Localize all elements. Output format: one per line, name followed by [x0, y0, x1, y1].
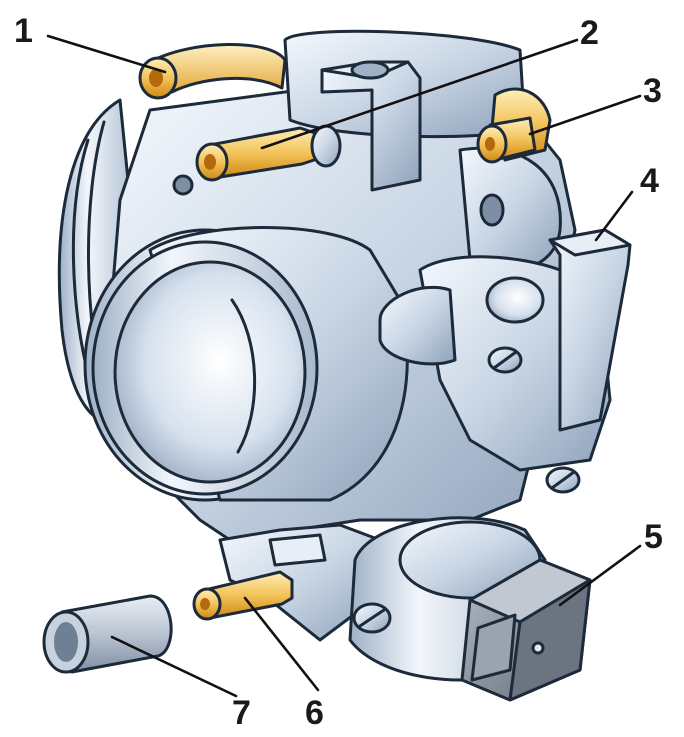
leader-5	[558, 544, 642, 607]
fitting-6-nozzle	[192, 570, 294, 621]
fitting-2-nozzle	[195, 124, 342, 182]
sensor-screw-lower	[545, 466, 581, 494]
callout-1: 1	[14, 12, 33, 50]
callout-5: 5	[644, 518, 663, 556]
leader-2	[260, 38, 579, 150]
callout-labels: 1 2 3 4 5 6 7	[14, 12, 663, 732]
leader-6	[243, 596, 320, 692]
leader-7	[110, 635, 238, 698]
callout-3: 3	[643, 72, 662, 110]
leader-4	[594, 190, 634, 242]
sensor-screw-upper	[487, 346, 523, 374]
intake-bore-inner	[113, 260, 307, 484]
loose-tube	[42, 594, 173, 674]
callout-7: 7	[232, 694, 251, 732]
fitting-3-elbow	[476, 87, 552, 164]
valve-screw	[352, 602, 392, 634]
callout-6: 6	[305, 694, 324, 732]
callout-2: 2	[580, 14, 599, 52]
leader-lines	[46, 34, 642, 698]
leader-1	[46, 34, 167, 74]
fitting-1-hose	[138, 42, 287, 100]
leader-3	[528, 94, 642, 136]
throttle-body-housing	[57, 29, 632, 642]
callout-4: 4	[640, 162, 659, 200]
electrical-connector	[460, 558, 592, 702]
